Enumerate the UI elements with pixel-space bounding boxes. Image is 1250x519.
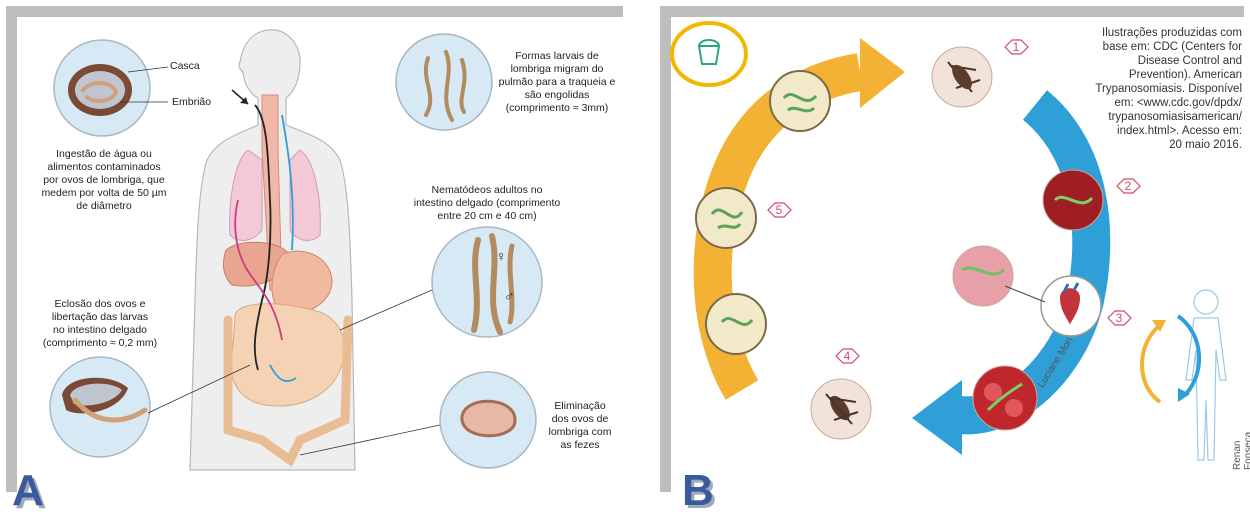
step-number-4: 4 — [836, 349, 858, 363]
citation-text: Ilustrações produzidas com base em: CDC … — [1038, 26, 1242, 152]
muscle-tissue-circle — [953, 246, 1045, 306]
figure-credit: Renan Fonseca — [1232, 432, 1250, 470]
heart-circle — [1041, 276, 1101, 336]
trypomastigote-circle-a — [706, 294, 766, 354]
blue-arrowhead — [912, 380, 962, 455]
cycle-arrow-orange — [1142, 325, 1160, 402]
step-number-1: 1 — [1005, 40, 1027, 54]
orange-arrowhead — [860, 38, 905, 108]
trypomastigote-circle-b — [696, 188, 756, 248]
human-figure — [1186, 290, 1226, 460]
red-cells-circle — [973, 366, 1037, 430]
panel-b-letter: B — [682, 466, 714, 516]
step-number-5: 5 — [768, 203, 790, 217]
blood-parasite-circle — [1043, 170, 1103, 230]
step-number-2: 2 — [1117, 179, 1139, 193]
bug-bite-circle — [932, 47, 992, 107]
highlight-ring — [672, 23, 746, 85]
trypomastigote-circle-c — [770, 71, 830, 131]
step-number-3: 3 — [1108, 311, 1130, 325]
bug-feeding-circle — [811, 379, 871, 439]
bucket-icon — [699, 40, 719, 64]
